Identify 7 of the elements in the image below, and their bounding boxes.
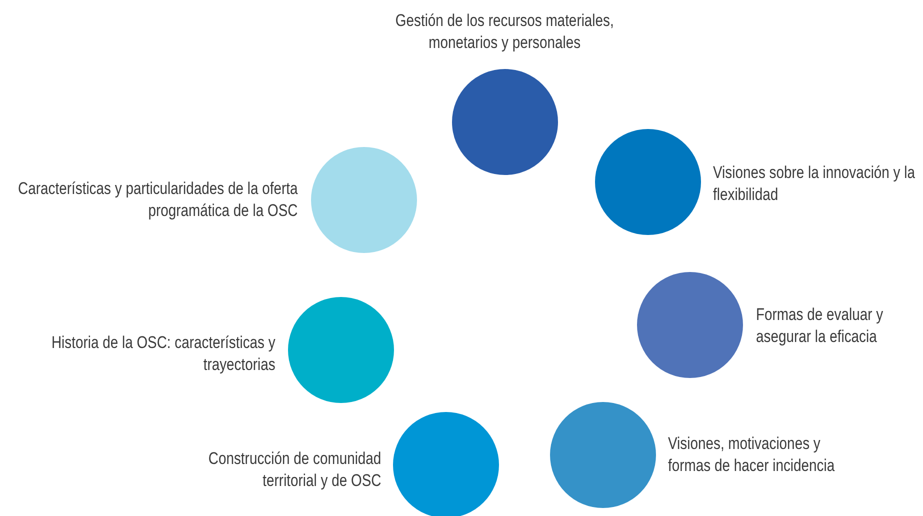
node-label: Historia de la OSC: características y trayectorias xyxy=(50,332,275,376)
node-label: Gestión de los recursos materiales, monetarios y personales xyxy=(394,10,616,54)
node-label: Formas de evaluar y asegurar la eficacia xyxy=(756,304,884,348)
node-label: Visiones sobre la innovación y la flexibilidad xyxy=(713,162,916,206)
node-label: Visiones, motivaciones y formas de hacer incidencia xyxy=(668,433,836,477)
node-label: Construcción de comunidad territorial y de OSC xyxy=(207,448,381,492)
node-label: Características y particularidades de la oferta programática de la OSC xyxy=(17,178,298,222)
